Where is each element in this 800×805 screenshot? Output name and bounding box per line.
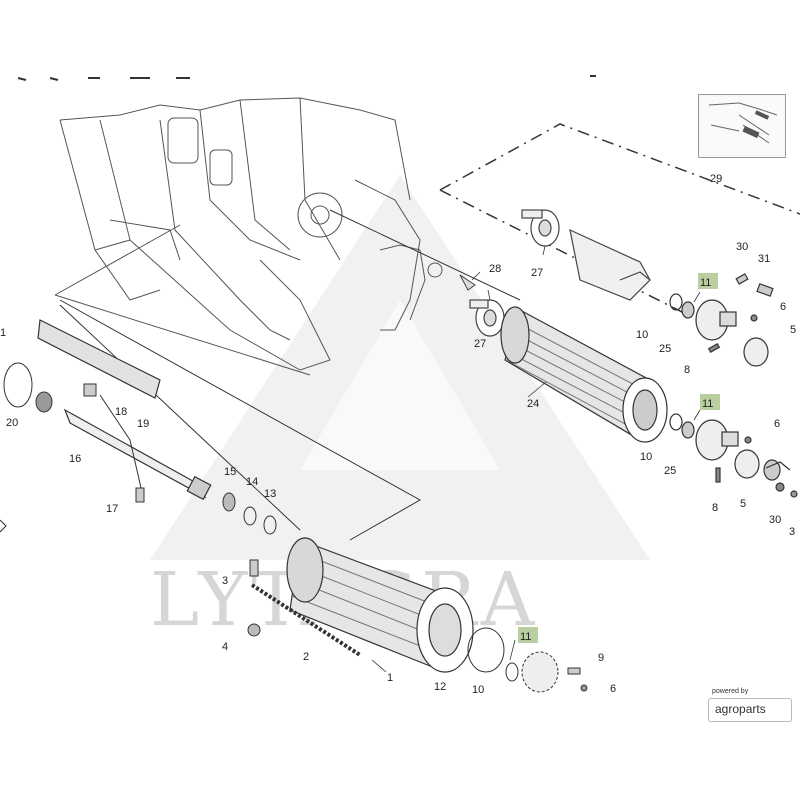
sleeve-18 [83, 383, 97, 397]
callout-11-middle: 11 [702, 398, 713, 410]
callout-18: 18 [115, 406, 127, 418]
part-28-clip [459, 274, 476, 291]
ring-13 [263, 515, 277, 535]
callout-30-lower: 30 [769, 514, 781, 526]
shaft-16 [63, 408, 212, 501]
callout-8-middle: 8 [712, 502, 718, 514]
left-edge-marker [0, 519, 7, 533]
callout-11-upper: 11 [700, 277, 711, 289]
callout-5-middle: 5 [740, 498, 746, 510]
leader-17 [99, 394, 143, 493]
callout-15: 15 [224, 466, 236, 478]
nut-4 [247, 623, 261, 637]
callout-6-upper: 6 [780, 301, 786, 313]
leader-lines [59, 209, 521, 541]
drum-1 [286, 537, 474, 673]
bearing-assembly-lower [669, 413, 798, 498]
callout-labels: 29 28 27 27 24 30 31 11 6 10 5 25 8 11 6… [0, 173, 796, 696]
callout-5-upper: 5 [790, 324, 796, 336]
baler-frame [54, 97, 443, 376]
callout-14: 14 [246, 476, 258, 488]
callout-6-middle: 6 [774, 418, 780, 430]
ring-10-bottom [505, 662, 519, 682]
bolt-9 [567, 667, 581, 675]
washer-6-bottom [580, 684, 588, 692]
ring-left [3, 362, 33, 408]
tine-strip-2 [250, 583, 362, 657]
seal-20 [35, 391, 53, 413]
callout-19: 19 [137, 418, 149, 430]
bar-19 [37, 319, 161, 399]
callout-13: 13 [264, 488, 276, 500]
overview-thumbnail[interactable] [698, 94, 786, 158]
callout-11-upper-bg [698, 273, 718, 289]
callout-10-middle: 10 [640, 451, 652, 463]
top-edge-fragment [17, 75, 596, 81]
callout-10-upper: 10 [636, 329, 648, 341]
callout-27-upper: 27 [531, 267, 543, 279]
bearing-assembly-upper [669, 273, 774, 367]
ring-12 [467, 627, 505, 673]
callout-17: 17 [106, 503, 118, 515]
callout-1: 1 [387, 672, 393, 684]
agroparts-branding: powered by agroparts [706, 688, 792, 724]
callout-11-middle-bg [700, 394, 720, 410]
callout-2: 2 [303, 651, 309, 663]
callout-1-left: 1 [0, 327, 6, 339]
callout-3-right: 3 [789, 526, 795, 538]
callout-11-lower: 11 [520, 631, 531, 643]
rotor-tube [569, 228, 651, 301]
callout-leaders [371, 245, 701, 673]
callout-4: 4 [222, 641, 228, 653]
callout-25-middle: 25 [664, 465, 676, 477]
assembly-boundary-29 [439, 123, 800, 317]
brand-logo-box: agroparts [708, 698, 792, 722]
part-27-upper [521, 209, 560, 247]
callout-30-upper: 30 [736, 241, 748, 253]
callout-11-lower-bg [518, 627, 538, 643]
callout-3: 3 [222, 575, 228, 587]
callout-29: 29 [710, 173, 722, 185]
callout-20: 20 [6, 417, 18, 429]
bolt-17 [135, 487, 145, 503]
callout-12: 12 [434, 681, 446, 693]
callout-16: 16 [69, 453, 81, 465]
flange-bottom [521, 651, 559, 693]
callout-9: 9 [598, 652, 604, 664]
callout-31: 31 [758, 253, 770, 265]
brand-name: agroparts [715, 702, 766, 716]
thumbnail-image [701, 97, 783, 155]
bolt-3 [249, 559, 259, 577]
callout-8-upper: 8 [684, 364, 690, 376]
callout-6-lower: 6 [610, 683, 616, 695]
callout-28: 28 [489, 263, 501, 275]
drum-24 [500, 306, 668, 443]
ring-14 [243, 506, 257, 526]
callout-24: 24 [527, 398, 539, 410]
powered-by-text: powered by [712, 688, 749, 695]
callout-25-upper: 25 [659, 343, 671, 355]
callout-10-lower: 10 [472, 684, 484, 696]
callout-27-lower: 27 [474, 338, 486, 350]
seal-15 [222, 492, 236, 512]
